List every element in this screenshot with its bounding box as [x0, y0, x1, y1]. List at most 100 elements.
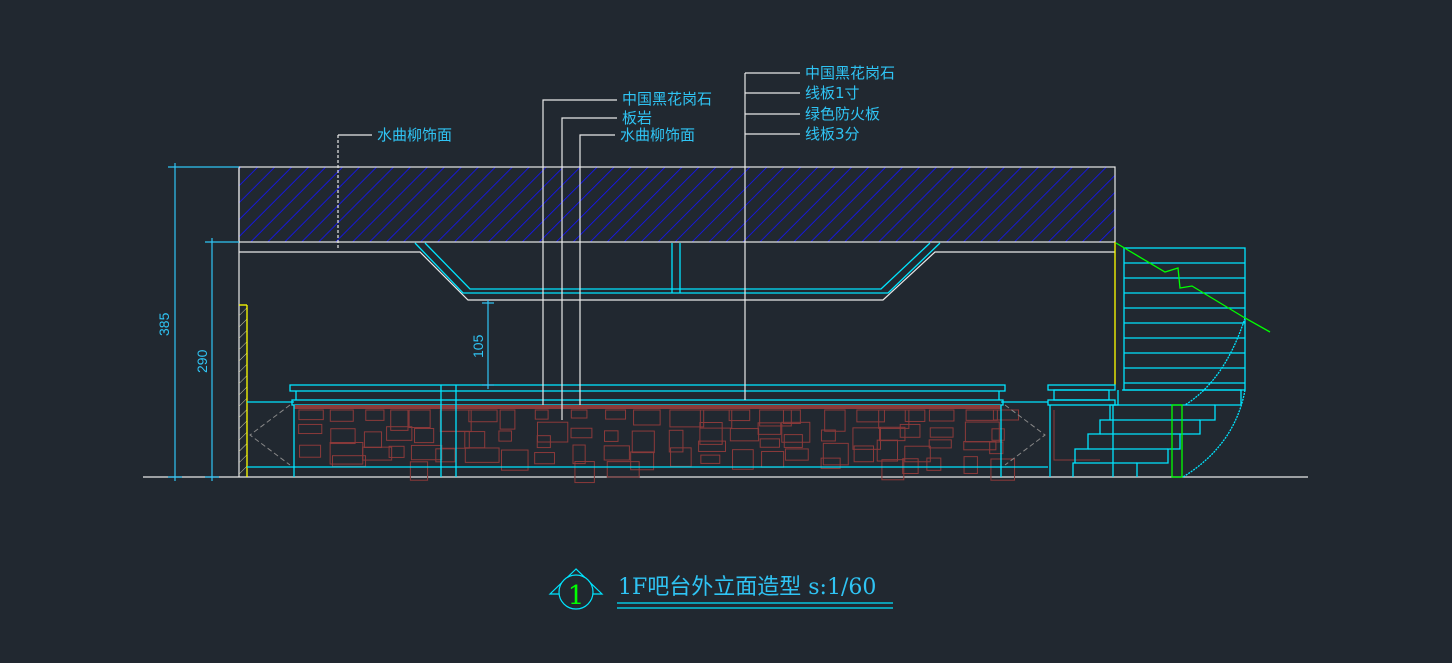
callout-label: 板岩	[622, 109, 652, 127]
dimension-ceiling: 290	[194, 238, 239, 481]
ceiling-soffit	[239, 242, 1115, 301]
stone-block	[757, 422, 782, 435]
stone-block	[534, 452, 555, 465]
stone-block	[633, 409, 661, 426]
drawing-title-block: 1 1F吧台外立面造型 s:1/60	[548, 568, 893, 611]
stone-block	[669, 409, 705, 428]
stone-block	[536, 435, 551, 449]
stone-block	[963, 441, 997, 451]
callout-right: 中国黑花岗石 线板1寸 绿色防火板 线板3分	[744, 64, 895, 400]
stone-block	[570, 409, 588, 419]
ceiling-beam	[238, 166, 1116, 243]
stone-block	[820, 457, 841, 469]
stone-block	[298, 409, 324, 421]
stone-block	[501, 449, 529, 471]
stone-block	[670, 447, 692, 467]
stone-block	[572, 444, 586, 465]
stone-block	[498, 430, 512, 442]
callout-label: 线板1寸	[805, 84, 860, 102]
stone-block	[852, 427, 882, 450]
stone-block	[603, 445, 630, 461]
drawing-title: 1F吧台外立面造型 s:1/60	[618, 575, 876, 600]
stone-block	[781, 421, 811, 443]
stone-block	[991, 428, 1005, 441]
stone-block	[784, 448, 809, 461]
stone-block	[299, 444, 322, 458]
stone-block	[331, 455, 367, 467]
stone-block	[881, 459, 905, 481]
right-pillar	[1047, 384, 1116, 477]
stone-block	[759, 409, 792, 427]
stone-block	[409, 461, 429, 481]
callout-middle: 中国黑花岗石 板岩 水曲柳饰面	[542, 90, 712, 420]
stone-block	[699, 409, 733, 429]
stone-block	[574, 461, 595, 484]
staircase	[1072, 242, 1271, 478]
stone-block	[879, 426, 906, 442]
stone-block	[435, 448, 456, 463]
left-wall	[238, 167, 248, 477]
granite-stone-pattern	[298, 409, 1020, 484]
stone-block	[631, 430, 655, 454]
stone-block	[820, 429, 836, 442]
stone-block	[698, 440, 726, 452]
stone-block	[386, 426, 413, 441]
stone-block	[414, 427, 435, 444]
stone-block	[964, 421, 1000, 443]
stone-block	[878, 409, 910, 429]
stone-block	[761, 450, 785, 468]
callout-label: 水曲柳饰面	[620, 126, 695, 144]
stone-block	[856, 409, 885, 423]
stone-block	[668, 429, 684, 453]
stone-block	[363, 431, 383, 449]
bar-counter	[247, 384, 1048, 484]
dimension-gap: 105	[470, 300, 494, 389]
stone-block	[408, 409, 431, 429]
stone-block	[605, 409, 627, 420]
stone-block	[963, 456, 978, 474]
stone-block	[904, 445, 931, 463]
stone-block	[700, 454, 721, 464]
stone-block	[729, 428, 760, 442]
callout-label: 绿色防火板	[805, 105, 880, 123]
callout-left: 水曲柳饰面	[337, 126, 452, 248]
stone-block	[410, 444, 443, 461]
stone-block	[362, 446, 393, 461]
stone-block	[928, 409, 955, 422]
stone-block	[728, 409, 751, 422]
stone-block	[965, 409, 998, 421]
callout-label: 中国黑花岗石	[805, 64, 895, 82]
stone-block	[630, 451, 655, 471]
stone-block	[782, 409, 801, 424]
stone-block	[853, 445, 875, 463]
stone-block	[990, 458, 1016, 481]
stone-block	[928, 439, 952, 449]
stone-block	[329, 441, 364, 465]
stone-block	[390, 409, 409, 431]
dimension-105: 105	[470, 334, 486, 358]
stone-block	[732, 449, 754, 470]
stone-block	[989, 441, 1004, 455]
callout-label: 中国黑花岗石	[622, 90, 712, 108]
stone-block	[330, 428, 356, 445]
stone-block	[534, 409, 549, 420]
dimension-385: 385	[156, 312, 172, 336]
stone-block	[570, 427, 593, 439]
stone-block	[298, 423, 323, 435]
stone-block	[329, 409, 354, 422]
stone-block	[822, 442, 849, 466]
section-marker-icon: 1	[548, 568, 604, 611]
stone-block	[536, 421, 569, 443]
stone-block	[929, 427, 954, 438]
callout-label: 水曲柳饰面	[377, 126, 452, 144]
stone-block	[926, 457, 942, 471]
stone-block	[604, 430, 619, 442]
stone-block	[699, 422, 723, 445]
stone-block	[904, 409, 926, 422]
stone-block	[759, 438, 780, 448]
dimension-overall: 385	[156, 163, 239, 481]
section-number: 1	[568, 581, 585, 611]
stone-block	[876, 439, 899, 462]
stone-block	[464, 447, 500, 463]
